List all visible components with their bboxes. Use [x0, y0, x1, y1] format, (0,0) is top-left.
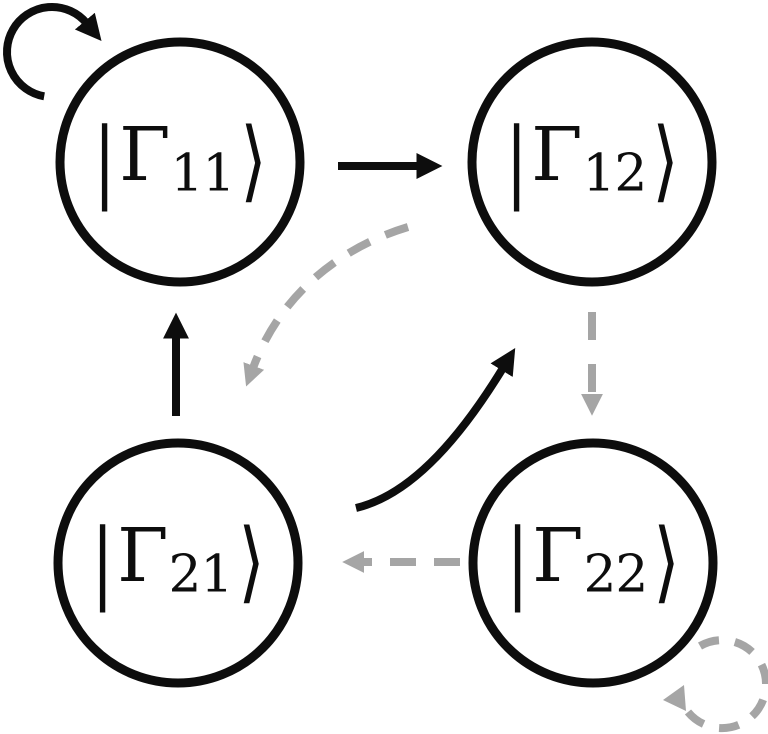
gamma11-node-circle [55, 37, 305, 287]
gamma-symbol: Γ [119, 112, 171, 199]
state-subscript: 22 [583, 544, 648, 605]
ket-open-bar: | [91, 510, 115, 614]
ket-close-bracket: ⟩ [653, 510, 680, 614]
gamma12-node-circle [467, 37, 717, 287]
gamma-symbol: Γ [532, 513, 584, 600]
gamma21-to-gamma12-arrow [355, 348, 516, 512]
gamma12-to-gamma21-dashed-arrow [243, 223, 410, 387]
gamma22-self-loop-dashed-arrow [684, 636, 768, 733]
gamma22-self-loop-arrowhead [663, 685, 686, 711]
ket-close-bracket: ⟩ [238, 510, 265, 614]
ket-close-bracket: ⟩ [240, 109, 267, 213]
gamma22-node-circle [468, 438, 718, 688]
ket-open-bar: | [505, 109, 529, 213]
ket-open-bar: | [93, 109, 117, 213]
gamma-symbol: Γ [531, 112, 583, 199]
state-subscript: 11 [170, 143, 235, 204]
gamma21-node-circle [53, 438, 303, 688]
gamma11-self-loop-arrow [3, 2, 102, 101]
state-subscript: 21 [168, 544, 233, 605]
gamma-symbol: Γ [117, 513, 169, 600]
state-subscript: 12 [582, 143, 647, 204]
ket-close-bracket: ⟩ [652, 109, 679, 213]
ket-open-bar: | [506, 510, 530, 614]
